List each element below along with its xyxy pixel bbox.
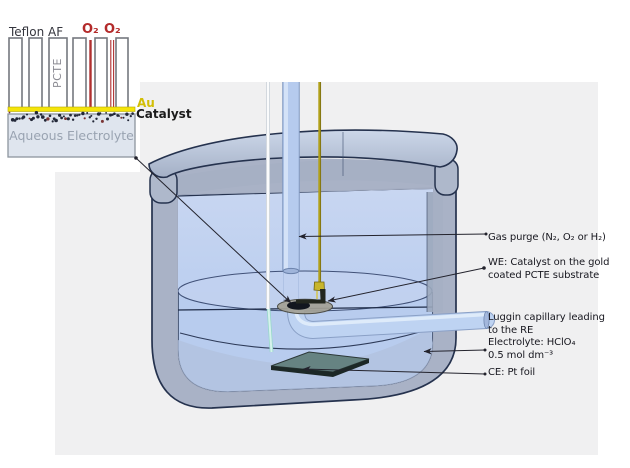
electrolyte-callout-line1: Electrolyte: HClO₄	[488, 337, 576, 348]
au-label: Au	[137, 96, 155, 110]
electrolyte-callout-line2: 0.5 mol dm⁻³	[488, 350, 554, 361]
catalyst-label: Catalyst	[136, 107, 192, 121]
luggin-callout-line2: to the RE	[488, 325, 534, 336]
au-layer	[7, 106, 136, 112]
vessel-outer-wall	[152, 158, 456, 409]
cell-floor	[178, 328, 433, 392]
luggin-callout: Luggin capillary leading to the RE	[488, 311, 605, 337]
ce-callout: CE: Pt foil	[488, 367, 536, 378]
teflon-af-label: Teflon AF	[9, 25, 64, 39]
we-callout: WE: Catalyst on the gold coated PCTE sub…	[488, 256, 609, 282]
gas-purge-callout: Gas purge (N₂, O₂ or H₂)	[488, 232, 606, 243]
cell-vessel	[148, 129, 459, 409]
electrolyte-callout: Electrolyte: HClO₄ 0.5 mol dm⁻³	[488, 336, 575, 362]
leader-gas-purge	[298, 233, 487, 240]
we-clip-bracket	[296, 289, 326, 304]
callout-leader-lines	[134, 156, 488, 376]
we-callout-line1: WE: Catalyst on the gold	[488, 257, 610, 268]
cell-lid	[148, 129, 458, 179]
catalyst-particles	[8, 111, 134, 123]
gold-we-wire	[318, 82, 322, 282]
cell-floor-arc	[179, 328, 431, 350]
o2-label-left: O₂	[82, 22, 99, 37]
o2-path-right	[110, 40, 115, 110]
pt-foil-edge	[271, 359, 369, 377]
pcte-label: PCTE	[51, 58, 64, 88]
gas-purge-tube	[282, 82, 300, 275]
leader-electrolyte	[423, 348, 486, 355]
leader-ce	[302, 366, 486, 375]
aqueous-electrolyte-label: Aqueous Electrolyte	[9, 128, 134, 143]
leader-we	[327, 267, 485, 303]
luggin-callout-line1: Luggin capillary leading	[488, 312, 605, 323]
vessel-outer-outline	[151, 166, 457, 409]
membrane-inset	[7, 37, 136, 158]
we-callout-line2: coated PCTE substrate	[488, 270, 600, 281]
o2-label-right: O₂	[104, 22, 121, 37]
leader-inset-to-we	[135, 157, 292, 304]
ce-wire-lower	[266, 307, 274, 353]
membrane-walls	[8, 37, 129, 109]
pt-foil	[270, 351, 370, 377]
aqueous-electrolyte-box	[7, 113, 136, 158]
